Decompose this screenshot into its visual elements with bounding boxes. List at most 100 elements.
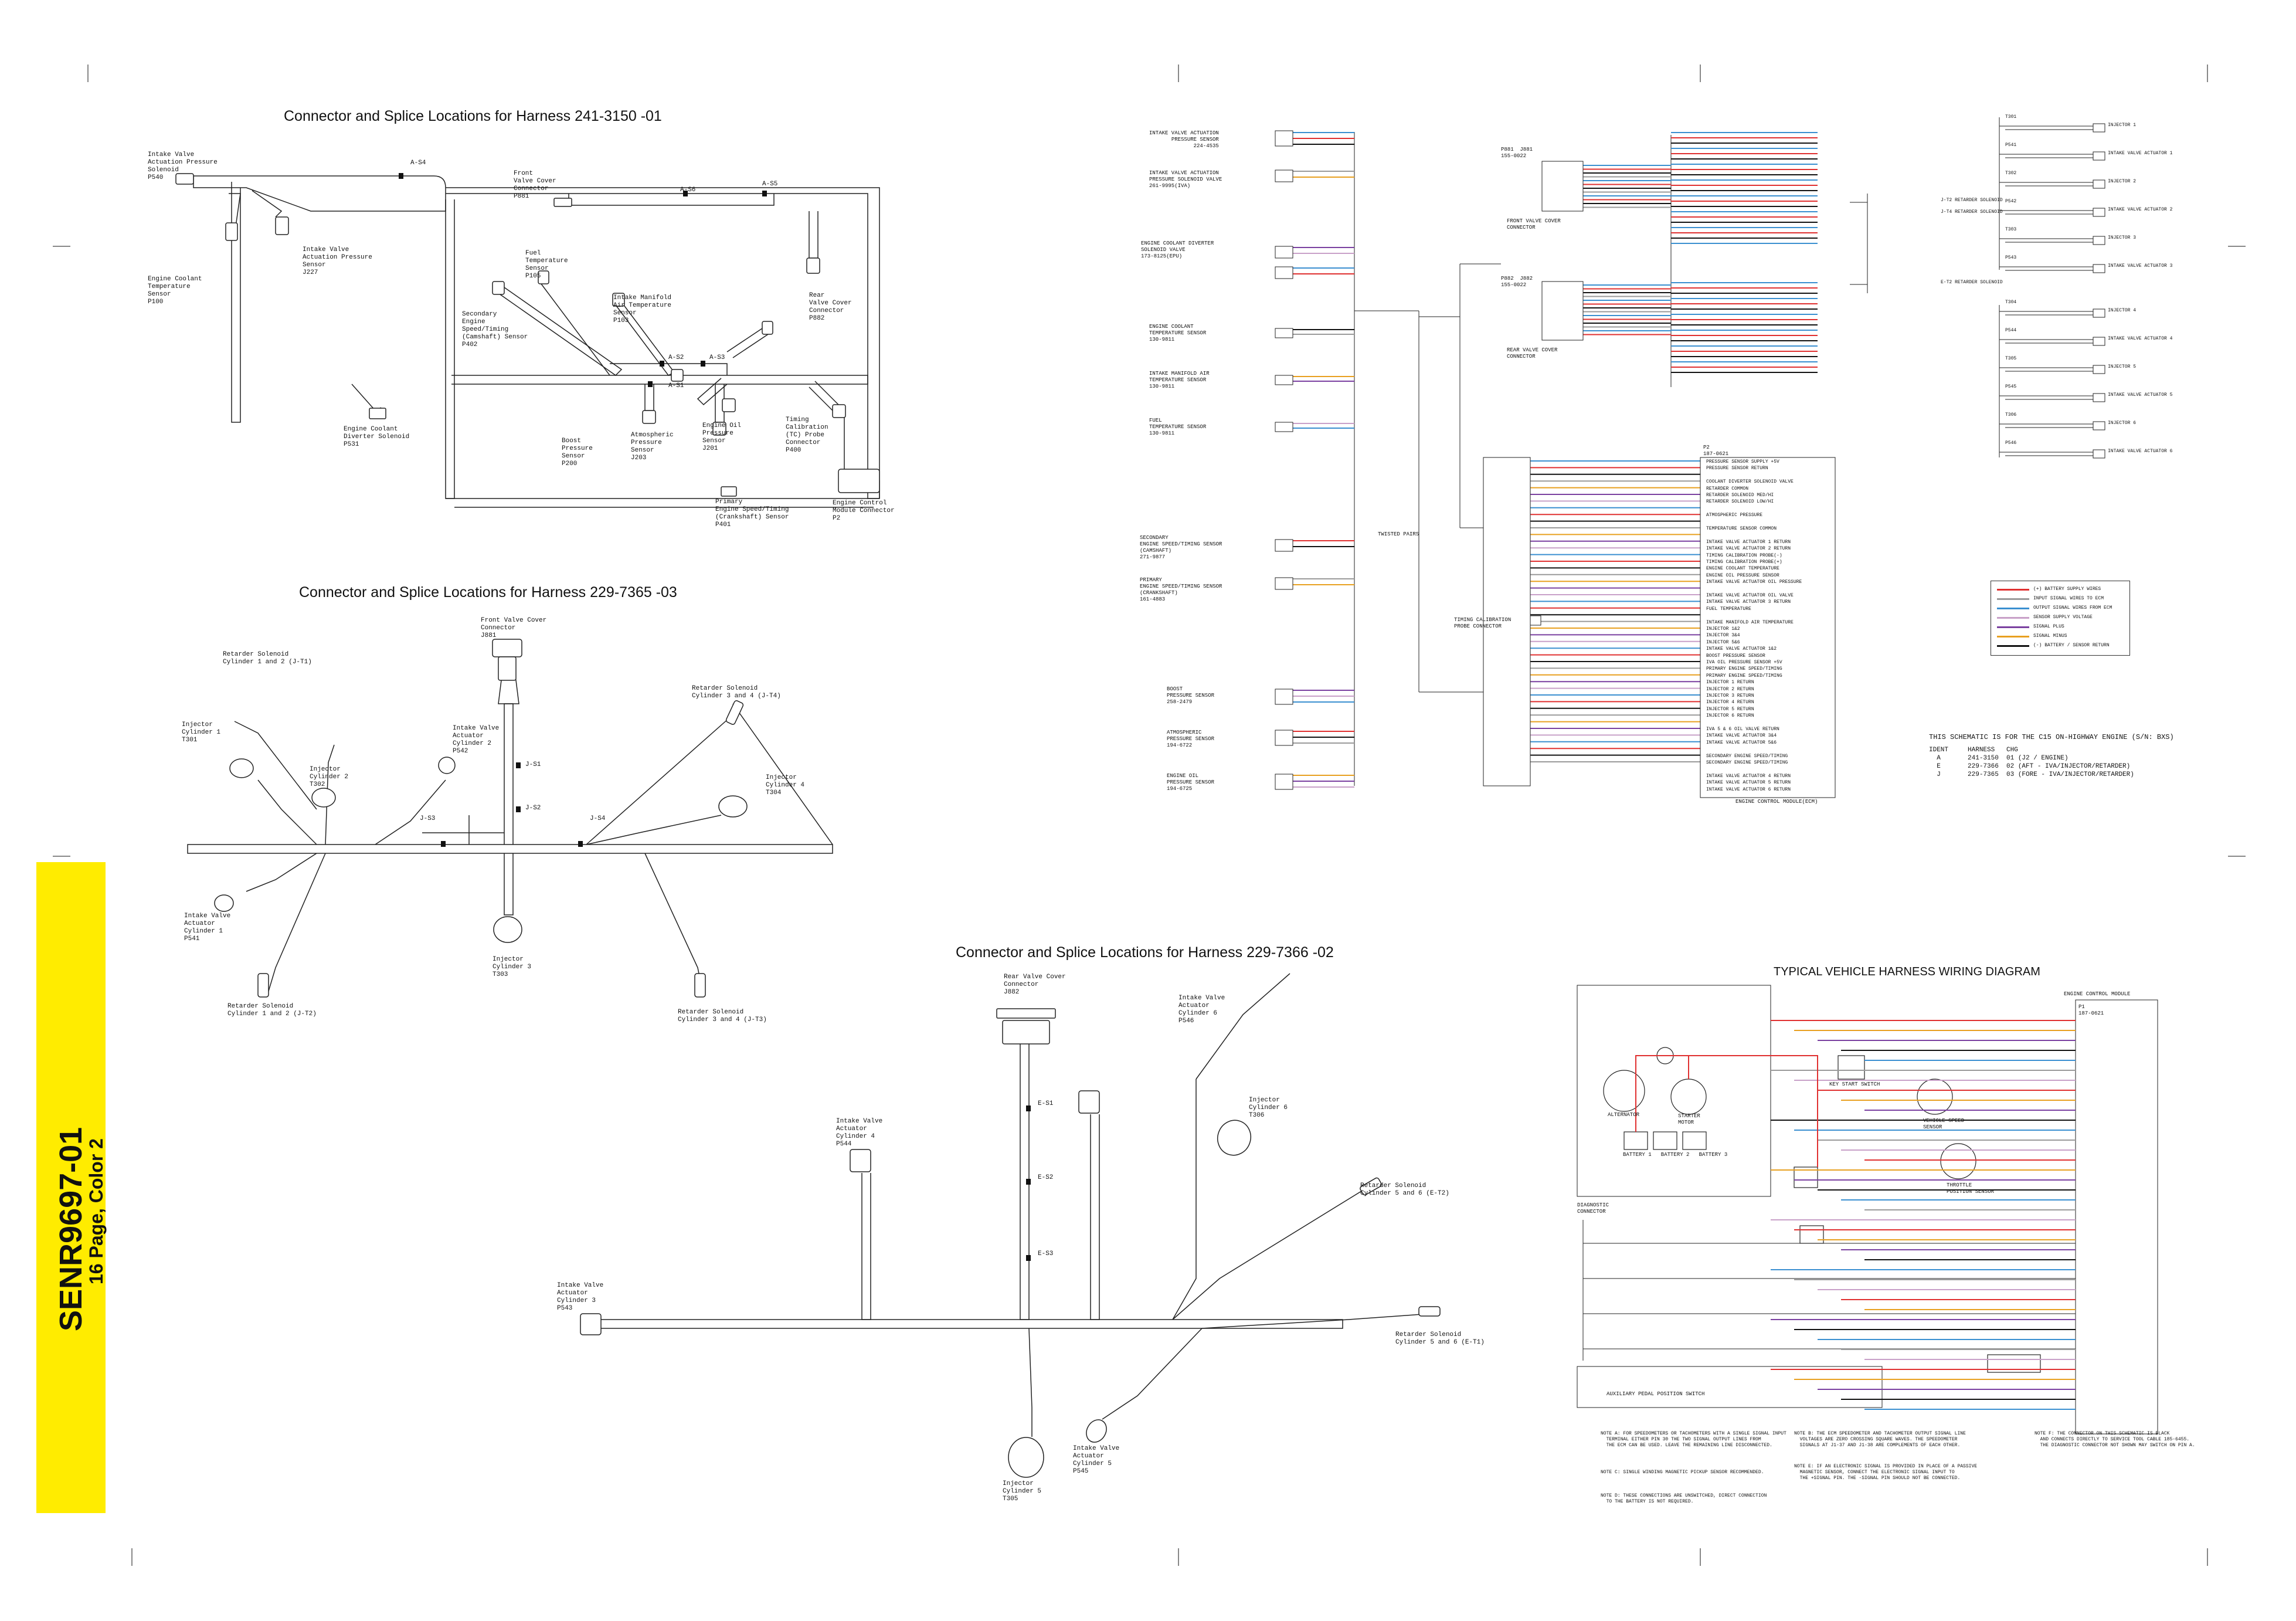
right-item-id: T305 — [2005, 356, 2017, 361]
sch-manifold-temp: INTAKE MANIFOLD AIR TEMPERATURE SENSOR 1… — [1149, 371, 1210, 389]
ecm-function-row: INTAKE VALVE ACTUATOR 5&6 — [1706, 740, 1777, 745]
harness-title-229-7366: Connector and Splice Locations for Harne… — [956, 944, 1334, 961]
sch-coolant-temp: ENGINE COOLANT TEMPERATURE SENSOR 130-98… — [1149, 324, 1207, 342]
harness-row-a: A 241-3150 01 (J2 / ENGINE) — [1929, 755, 2069, 762]
right-connector — [2093, 393, 2105, 402]
right-connector — [2093, 208, 2105, 217]
ecm-function-row: TIMING CALIBRATION PROBE(-) — [1706, 552, 1782, 558]
ecm-function-row: INTAKE VALVE ACTUATOR 3 RETURN — [1706, 599, 1791, 605]
right-item-id: T301 — [2005, 114, 2017, 120]
sch-j882: P882 J882 155-0022 — [1501, 276, 1533, 288]
right-connector — [2093, 236, 2105, 245]
ecm-function-row: SECONDARY ENGINE SPEED/TIMING — [1706, 753, 1788, 759]
harness-229-7365-connectors — [214, 639, 748, 998]
ecm-function-row: IVA OIL PRESSURE SENSOR +5V — [1706, 660, 1782, 665]
label-j203: Atmospheric Pressure Sensor J203 — [631, 432, 674, 462]
veh-ecm-head: P1 187-0621 — [2078, 1004, 2104, 1016]
right-item-name: INJECTOR 5 — [2108, 364, 2137, 369]
right-connector-wires — [1999, 452, 2093, 456]
label-p542: Intake Valve Actuator Cylinder 2 P542 — [453, 725, 500, 755]
ecm-function-row: INTAKE VALVE ACTUATOR OIL PRESSURE — [1706, 579, 1802, 585]
ecm-function-row: ENGINE OIL PRESSURE SENSOR — [1706, 572, 1779, 578]
ecm-function-row: INJECTOR 2 RETURN — [1706, 686, 1754, 692]
legend-label: INPUT SIGNAL WIRES TO ECM — [2033, 596, 2104, 601]
legend-swatch — [1997, 608, 2029, 609]
ecm-function-row: INJECTOR 3 RETURN — [1706, 693, 1754, 698]
ecm-function-row: INTAKE VALVE ACTUATOR 5 RETURN — [1706, 780, 1791, 786]
ecm-function-row: ATMOSPHERIC PRESSURE — [1706, 513, 1763, 518]
sch-atmos: ATMOSPHERIC PRESSURE SENSOR 194-6722 — [1167, 730, 1215, 748]
right-item-id: P541 — [2005, 143, 2017, 148]
legend-swatch — [1997, 617, 2029, 619]
sch-ivap-solenoid: INTAKE VALVE ACTUATION PRESSURE SOLENOID… — [1149, 170, 1222, 189]
legend-row: (-) BATTERY / SENSOR RETURN — [1997, 642, 2126, 649]
label-j201: Engine Oil Pressure Sensor J201 — [702, 422, 742, 452]
label-p105: Fuel Temperature Sensor P105 — [525, 250, 568, 280]
right-connector — [2093, 264, 2105, 273]
right-item-id: P546 — [2005, 440, 2017, 446]
splice-j-s1: J-S1 — [525, 761, 541, 768]
ecm-function-row: INJECTOR 1&2 — [1706, 626, 1740, 632]
ecm-function-row: COOLANT DIVERTER SOLENOID VALVE — [1706, 479, 1794, 485]
sch-twisted-pairs: TWISTED PAIRS — [1378, 531, 1419, 537]
label-t306: Injector Cylinder 6 T306 — [1249, 1097, 1288, 1119]
label-j-t1: Retarder Solenoid Cylinder 1 and 2 (J-T1… — [223, 651, 312, 666]
harness-241-3150-connectors — [175, 173, 880, 497]
vehicle-components — [1603, 1047, 2041, 1373]
label-t301: Injector Cylinder 1 T301 — [182, 721, 221, 744]
veh-aux-pedal: AUXILIARY PEDAL POSITION SWITCH — [1606, 1391, 1705, 1397]
ecm-function-row: INJECTOR 3&4 — [1706, 633, 1740, 639]
label-j-t4: Retarder Solenoid Cylinder 3 and 4 (J-T4… — [692, 685, 781, 700]
label-p544: Intake Valve Actuator Cylinder 4 P544 — [836, 1118, 883, 1148]
right-connector-wires — [1999, 367, 2093, 372]
label-e-t1: Retarder Solenoid Cylinder 5 and 6 (E-T1… — [1395, 1331, 1485, 1346]
label-p531: Engine Coolant Diverter Solenoid P531 — [344, 426, 410, 448]
ecm-function-row: PRESSURE SENSOR SUPPLY +5V — [1706, 459, 1779, 464]
ecm-function-row: INTAKE MANIFOLD AIR TEMPERATURE — [1706, 619, 1794, 625]
splice-a-s1: A-S1 — [668, 382, 684, 389]
right-item-name: INJECTOR 4 — [2108, 308, 2137, 313]
label-p402: Secondary Engine Speed/Timing (Camshaft)… — [462, 311, 528, 348]
legend-label: SENSOR SUPPLY VOLTAGE — [2033, 615, 2093, 620]
label-p546: Intake Valve Actuator Cylinder 6 P546 — [1178, 995, 1225, 1025]
ecm-function-row: INTAKE VALVE ACTUATOR 1 RETURN — [1706, 539, 1791, 545]
ecm-function-row: RETARDER SOLENOID MED/HI — [1706, 493, 1774, 498]
sch-oil: ENGINE OIL PRESSURE SENSOR 194-6725 — [1167, 773, 1215, 792]
battery-supply-wire — [1635, 1055, 1818, 1167]
right-item-name: INTAKE VALVE ACTUATOR 5 — [2108, 392, 2173, 398]
splice-a-s3: A-S3 — [709, 354, 725, 361]
legend-label: (-) BATTERY / SENSOR RETURN — [2033, 643, 2110, 648]
veh-starter: STARTER MOTOR — [1678, 1113, 1700, 1125]
legend-swatch — [1997, 645, 2029, 647]
right-connector-wires — [1999, 238, 2093, 243]
vehicle-harness-title: TYPICAL VEHICLE HARNESS WIRING DIAGRAM — [1774, 965, 2040, 978]
right-connector — [2093, 151, 2105, 161]
veh-batteries: BATTERY 1 BATTERY 2 BATTERY 3 — [1623, 1152, 1728, 1158]
right-connector-wires — [1999, 395, 2093, 400]
legend-row: INPUT SIGNAL WIRES TO ECM — [1997, 595, 2126, 602]
ecm-function-row: INTAKE VALVE ACTUATOR OIL VALVE — [1706, 593, 1794, 598]
sch-ivap-sensor: INTAKE VALVE ACTUATION PRESSURE SENSOR 2… — [1149, 130, 1219, 149]
veh-speed-sensor: VEHICLE SPEED SENSOR — [1923, 1118, 1965, 1130]
wire-bundles — [1293, 132, 1818, 788]
harness-title-229-7365: Connector and Splice Locations for Harne… — [299, 584, 677, 601]
right-item-id: T302 — [2005, 171, 2017, 176]
engine-serial-note: THIS SCHEMATIC IS FOR THE C15 ON-HIGHWAY… — [1929, 733, 2174, 741]
sch-front-cover: FRONT VALVE COVER CONNECTOR — [1507, 218, 1561, 230]
ecm-function-row: INJECTOR 6 RETURN — [1706, 713, 1754, 719]
label-p400: Timing Calibration (TC) Probe Connector … — [786, 416, 828, 454]
right-item-name: INJECTOR 2 — [2108, 179, 2137, 184]
harness-row-e: E 229-7366 02 (AFT - IVA/INJECTOR/RETARD… — [1929, 763, 2131, 770]
sch-coolant-diverter: ENGINE COOLANT DIVERTER SOLENOID VALVE 1… — [1141, 240, 1214, 259]
label-j-t2: Retarder Solenoid Cylinder 1 and 2 (J-T2… — [227, 1003, 317, 1018]
right-item-id: P542 — [2005, 199, 2017, 204]
legend-swatch — [1997, 589, 2029, 591]
splice-a-s2: A-S2 — [668, 354, 684, 361]
note-e: NOTE E: IF AN ELECTRONIC SIGNAL IS PROVI… — [1794, 1464, 1978, 1481]
label-j882: Rear Valve Cover Connector J882 — [1004, 974, 1066, 996]
right-item-id: T304 — [2005, 300, 2017, 305]
right-item-name: INTAKE VALVE ACTUATOR 2 — [2108, 207, 2173, 212]
label-j881: Front Valve Cover Connector J881 — [481, 617, 547, 639]
note-a: NOTE A: FOR SPEEDOMETERS OR TACHOMETERS … — [1601, 1431, 1786, 1448]
ecm-function-row: PRIMARY ENGINE SPEED/TIMING — [1706, 666, 1782, 672]
